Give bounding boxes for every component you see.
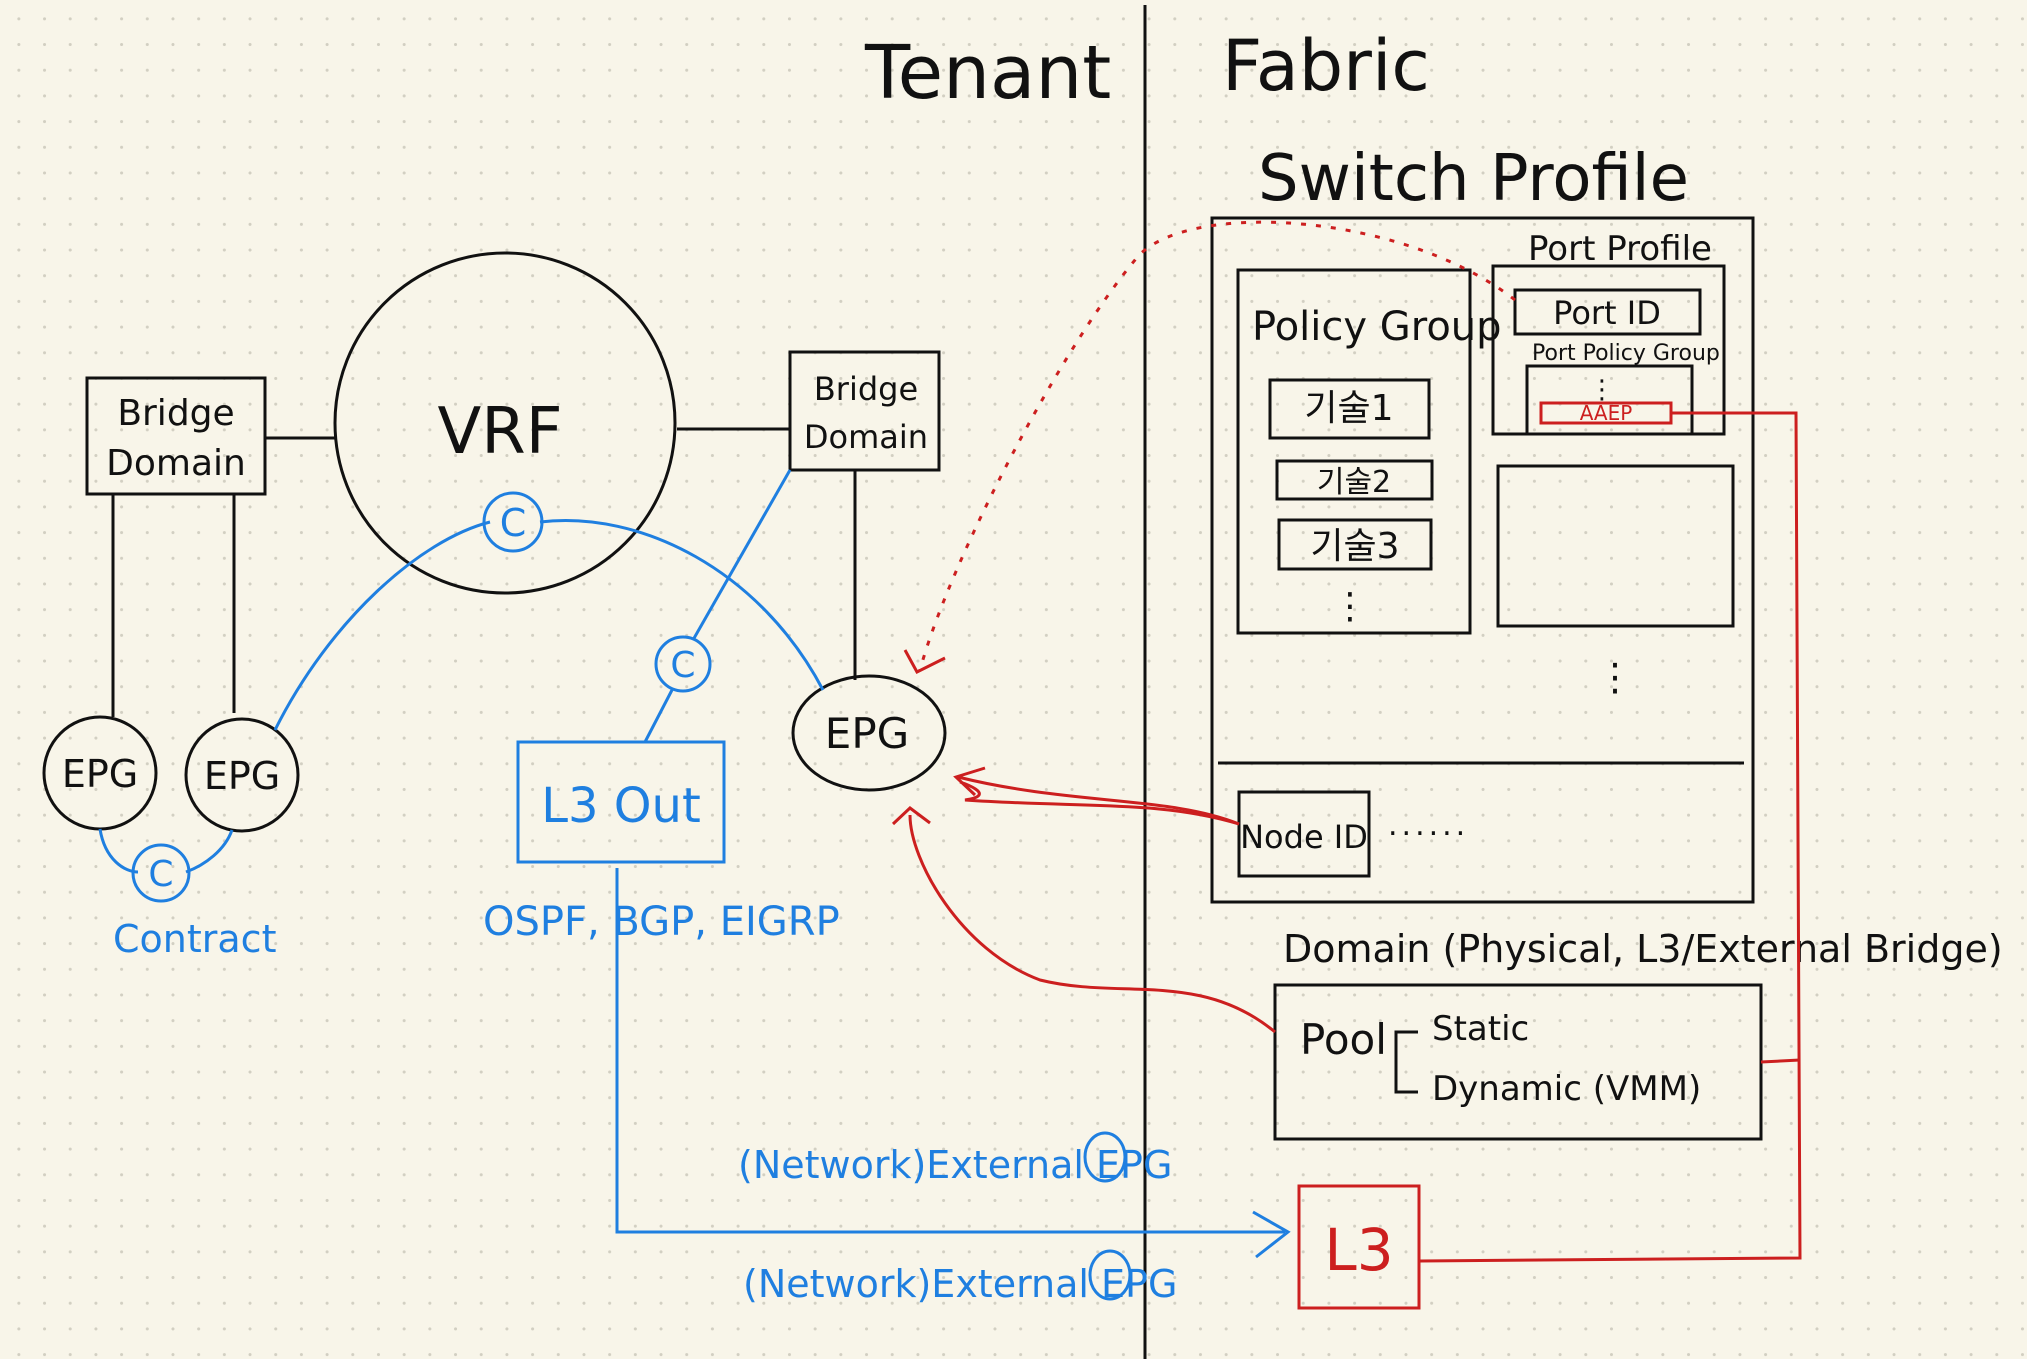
- bridge-domain-left-label-2: Domain: [106, 443, 246, 484]
- external-epg-circle-2: [1088, 1249, 1132, 1301]
- policy-item-1-box: [1268, 378, 1431, 440]
- bridge-domain-left-label-1: Bridge: [117, 393, 234, 434]
- bridge-domain-right-box: [788, 350, 941, 472]
- node-id-to-epg-curve: [959, 780, 1240, 826]
- tenant-title: Tenant: [864, 30, 1111, 116]
- port-profile-box: [1491, 264, 1726, 436]
- bridge-domain-right-label-1: Bridge: [814, 370, 918, 408]
- aaep-label: AAEP: [1580, 401, 1633, 425]
- vrf-contract-arc: [273, 519, 825, 731]
- port-policy-group-label: Port Policy Group: [1532, 341, 1720, 366]
- l3out-label: L3 Out: [541, 778, 701, 834]
- pool-dynamic-label: Dynamic (VMM): [1432, 1069, 1701, 1109]
- policy-item-2-label: 기술2: [1317, 465, 1391, 500]
- profile-ellipsis: ⋮: [1596, 655, 1634, 699]
- l3out-protocols-label: OSPF, BGP, EIGRP: [483, 899, 840, 945]
- port-id-to-epg-dotted: [918, 220, 1516, 671]
- l3-box: [1297, 1184, 1421, 1310]
- policy-item-1-label: 기술1: [1304, 388, 1393, 429]
- vrf-circle: [333, 251, 677, 595]
- policy-item-2-box: [1275, 459, 1434, 501]
- l3-arrowhead-icon: [1252, 1210, 1291, 1259]
- port-epg-arrowhead-icon: [903, 649, 946, 674]
- bridge-domain-right-label-2: Domain: [804, 418, 928, 456]
- port-id-label: Port ID: [1553, 294, 1661, 332]
- vrf-label: VRF: [437, 395, 562, 469]
- l3-label: L3: [1324, 1216, 1393, 1284]
- epg-right-label: EPG: [825, 709, 909, 758]
- policy-ellipsis: ⋮: [1332, 586, 1368, 627]
- policy-item-3-label: 기술3: [1310, 526, 1399, 567]
- node-epg-arrowhead-icon: [953, 766, 986, 797]
- vrf-contract-symbol: C: [500, 501, 527, 545]
- pool-static-label: Static: [1432, 1009, 1529, 1049]
- bd-contract-circle: [654, 635, 712, 693]
- aaep-to-l3-line: [1419, 411, 1802, 1263]
- policy-item-3-box: [1277, 518, 1433, 571]
- contract-l3out-link: [643, 689, 674, 743]
- epg-left-2-label: EPG: [204, 754, 280, 798]
- switch-profile-box: [1210, 216, 1755, 904]
- l3out-box: [516, 740, 726, 864]
- vrf-contract-circle: [482, 491, 544, 553]
- empty-profile-box: [1496, 464, 1735, 628]
- epg-contract-symbol: C: [148, 854, 173, 895]
- policy-group-box: [1236, 268, 1472, 635]
- port-profile-label: Port Profile: [1528, 229, 1712, 269]
- policy-group-label: Policy Group: [1252, 304, 1502, 350]
- port-policy-group-box: [1525, 364, 1694, 434]
- bridge-domain-left-box: [85, 376, 267, 496]
- domain-label: Domain (Physical, L3/External Bridge): [1283, 927, 2003, 971]
- node-id-box: [1237, 790, 1371, 878]
- pool-bracket: [1394, 1030, 1418, 1094]
- external-epg-circle-1: [1083, 1131, 1127, 1183]
- l3out-to-l3-route: [615, 868, 1285, 1234]
- node-id-dots: ......: [1388, 808, 1469, 843]
- bd-contract-symbol: C: [670, 645, 695, 686]
- bd-right-contract-link: [691, 469, 792, 641]
- epg-left-2-circle: [184, 717, 300, 833]
- node-id-to-epg-path: [957, 775, 1240, 826]
- node-id-label: Node ID: [1240, 818, 1368, 856]
- pool-epg-arrowhead-icon: [891, 806, 931, 826]
- port-id-box: [1513, 288, 1702, 336]
- contract-label: Contract: [113, 917, 276, 961]
- port-policy-ellipsis: ⋮: [1589, 375, 1615, 405]
- pool-label: Pool: [1300, 1015, 1387, 1064]
- pool-to-epg-path: [908, 814, 1276, 1034]
- fabric-title: Fabric: [1222, 25, 1430, 107]
- epg-right-ellipse: [791, 674, 947, 792]
- switch-profile-title: Switch Profile: [1258, 142, 1689, 216]
- epg-contract-circle: [131, 843, 191, 903]
- domain-to-aaep-link: [1760, 1058, 1801, 1064]
- epg-left-1-label: EPG: [62, 752, 138, 796]
